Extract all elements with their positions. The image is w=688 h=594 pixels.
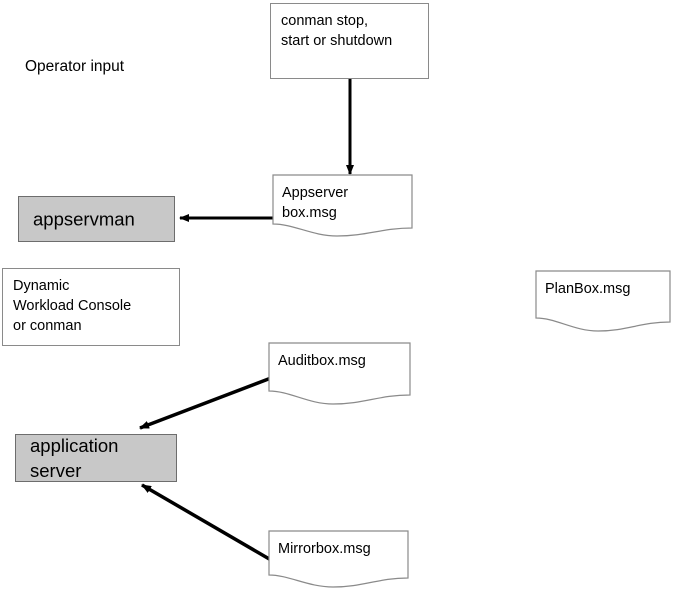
node-planbox-msg[interactable]: PlanBox.msg xyxy=(535,270,671,336)
node-appserverbox-msg-label: Appserver box.msg xyxy=(282,185,349,221)
document-shape-icon xyxy=(272,174,413,237)
node-application-server[interactable]: application server xyxy=(15,434,177,482)
document-shape-icon xyxy=(535,270,671,332)
node-appserverbox-msg[interactable]: Appserver box.msg xyxy=(272,174,413,240)
node-auditbox-msg[interactable]: Auditbox.msg xyxy=(268,342,411,410)
node-dynamic-workload-console-label: Dynamic Workload Console or conman xyxy=(13,278,132,334)
document-shape-icon xyxy=(268,342,411,405)
node-conman-command-label: conman stop, start or shutdown xyxy=(281,13,393,49)
node-mirrorbox-msg-label: Mirrorbox.msg xyxy=(278,541,371,557)
node-mirrorbox-msg[interactable]: Mirrorbox.msg xyxy=(268,530,409,592)
node-appservman[interactable]: appservman xyxy=(18,196,175,242)
document-shape-icon xyxy=(268,530,409,588)
operator-input-label: Operator input xyxy=(25,58,125,75)
edge-auditbox-to-application-server xyxy=(139,376,272,430)
node-application-server-label: application server xyxy=(30,435,119,481)
edge-mirrorbox-to-application-server xyxy=(141,483,272,562)
node-appservman-label: appservman xyxy=(33,208,135,230)
node-dynamic-workload-console[interactable]: Dynamic Workload Console or conman xyxy=(2,268,180,346)
node-planbox-msg-label: PlanBox.msg xyxy=(545,281,631,297)
node-auditbox-msg-label: Auditbox.msg xyxy=(278,353,366,369)
node-conman-command[interactable]: conman stop, start or shutdown xyxy=(270,3,429,79)
